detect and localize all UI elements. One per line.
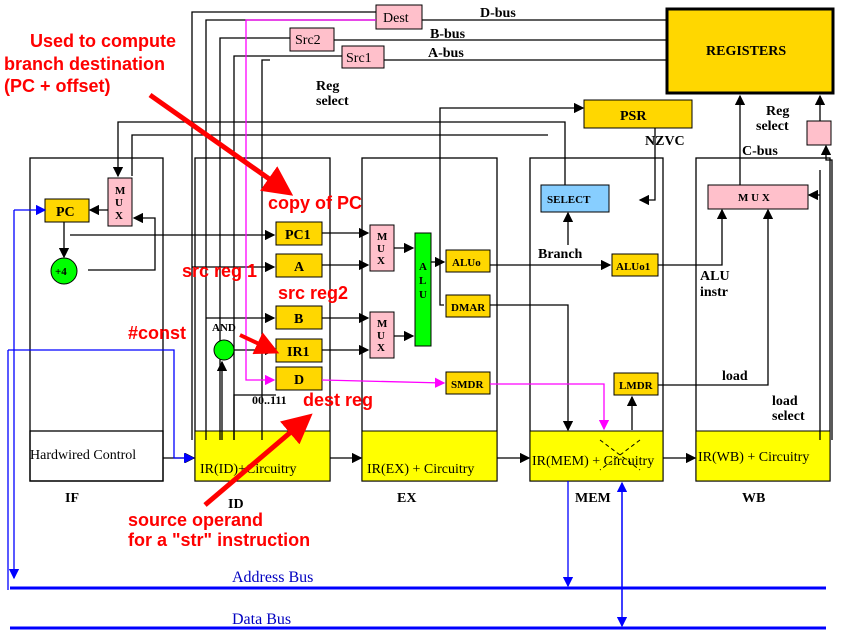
wb-stage-name: WB	[742, 491, 765, 506]
c-bus-label: C-bus	[742, 144, 778, 159]
alu-box	[414, 232, 432, 347]
plus4-label: +4	[55, 266, 67, 278]
aluo-box	[445, 249, 491, 273]
ex-ir-label: IR(EX) + Circuitry	[367, 462, 474, 477]
wb-mux	[707, 184, 809, 210]
smdr-label: SMDR	[451, 379, 484, 391]
ex-stage-name: EX	[397, 491, 416, 506]
ann-branch-arrow	[148, 92, 294, 196]
d-bus-label: D-bus	[480, 6, 516, 21]
id-stage-name: ID	[228, 497, 244, 512]
ann-src-operand-1: source operand	[128, 510, 263, 530]
src2-label: Src2	[295, 33, 321, 48]
d-box	[275, 366, 323, 391]
reg-select-right-1: Reg	[766, 104, 789, 119]
ex-mux-bot-m: M	[377, 318, 388, 330]
fill-label: 00..111	[252, 393, 287, 407]
registers-box	[665, 7, 835, 95]
ann-const-arrow	[239, 332, 280, 355]
load-select-1: load	[772, 394, 798, 409]
lmdr-label: LMDR	[619, 380, 654, 392]
select-box	[540, 184, 610, 213]
a-label: A	[294, 260, 305, 275]
load-label: load	[722, 369, 748, 384]
alu-instr-2: instr	[700, 285, 728, 300]
dest-box	[375, 4, 423, 30]
select-label: SELECT	[547, 194, 591, 206]
ann-branch-2: branch destination	[4, 54, 165, 74]
psr-flags: NZVC	[645, 134, 685, 149]
reg-select-top-1: Reg	[316, 79, 339, 94]
if-stage-name: IF	[65, 491, 79, 506]
aluo-label: ALUo	[452, 257, 481, 269]
load-select-2: select	[772, 409, 805, 424]
if-mux-m: M	[115, 185, 126, 197]
alu-u: U	[419, 289, 427, 301]
hardwired-label: Hardwired Control	[30, 448, 136, 463]
ex-mux-bot-u: U	[377, 330, 385, 342]
ann-src-operand-2: for a "str" instruction	[128, 530, 310, 550]
and-label: AND	[212, 322, 236, 334]
pc1-label: PC1	[285, 228, 311, 243]
and-gate	[213, 339, 235, 361]
alu-a: A	[419, 261, 427, 273]
src1-label: Src1	[346, 51, 372, 66]
ann-branch-1: Used to compute	[30, 31, 176, 51]
aluo1-label: ALUo1	[616, 261, 650, 273]
pc-label: PC	[56, 205, 75, 220]
ann-src-reg1: src reg 1	[182, 261, 257, 281]
dest-label: Dest	[383, 11, 409, 26]
ann-branch-3: (PC + offset)	[4, 76, 111, 96]
alu-l: L	[419, 275, 426, 287]
ex-mux-top-m: M	[377, 231, 388, 243]
psr-title: PSR	[620, 109, 647, 124]
psr-box	[583, 99, 693, 129]
ex-mux-top	[369, 224, 395, 272]
ann-src-operand-arrow	[203, 413, 313, 507]
data-bus-label: Data Bus	[232, 611, 291, 628]
smdr-box	[445, 371, 491, 395]
mem-stage-name: MEM	[575, 491, 611, 506]
reg-select-right-2: select	[756, 119, 789, 134]
alu-instr-1: ALU	[700, 269, 730, 284]
ann-copy-pc: copy of PC	[268, 193, 362, 213]
b-bus-label: B-bus	[430, 27, 466, 42]
if-mux-x: X	[115, 210, 123, 222]
src1-box	[341, 45, 385, 69]
if-mux	[107, 177, 133, 227]
ex-mux-bot-x: X	[377, 342, 385, 354]
wb-ir-box	[695, 430, 831, 482]
dmar-label: DMAR	[451, 302, 486, 314]
if-mux-u: U	[115, 197, 123, 209]
ex-mux-top-u: U	[377, 243, 385, 255]
lmdr-box	[613, 372, 659, 396]
d-label: D	[294, 373, 304, 388]
dmar-box	[445, 294, 491, 318]
b-label: B	[294, 312, 303, 327]
registers-title: REGISTERS	[706, 44, 786, 59]
wb-ir-label: IR(WB) + Circuitry	[698, 450, 809, 465]
a-bus-label: A-bus	[428, 46, 464, 61]
ex-mux-bottom	[369, 311, 395, 359]
mem-ir-box	[529, 430, 664, 482]
reg-select-box	[806, 120, 832, 146]
ann-const: #const	[128, 323, 186, 343]
ex-ir-box	[361, 430, 498, 482]
ann-src-reg2: src reg2	[278, 283, 348, 303]
ir1-label: IR1	[287, 345, 310, 360]
if-hardwired-box	[29, 430, 164, 482]
wb-mux-label: M U X	[738, 192, 770, 204]
ann-dest-reg: dest reg	[303, 390, 373, 410]
address-bus-label: Address Bus	[232, 569, 313, 586]
branch-label: Branch	[538, 247, 583, 262]
reg-select-top-2: select	[316, 94, 349, 109]
ex-mux-top-x: X	[377, 255, 385, 267]
